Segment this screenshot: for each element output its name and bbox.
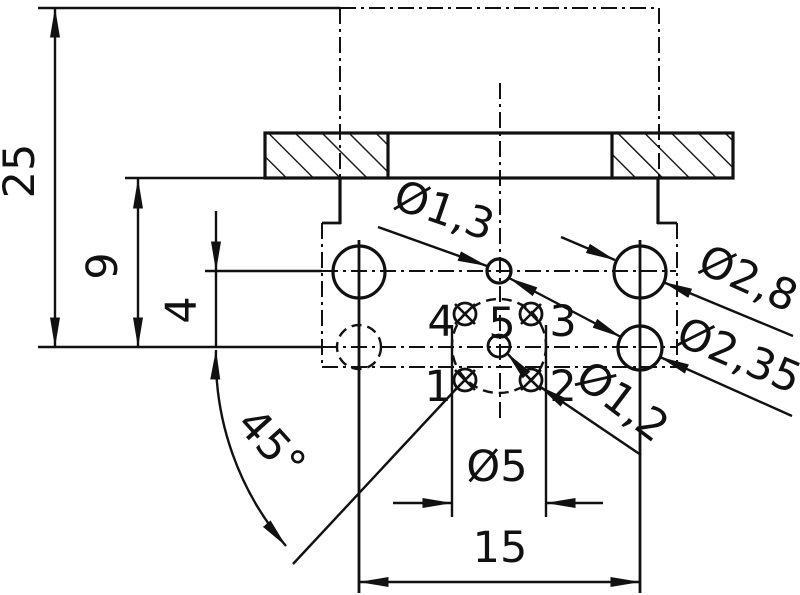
upper-right-mount-hole bbox=[612, 244, 668, 300]
dim-o5-label: Ø5 bbox=[466, 442, 527, 492]
pin-1-circle bbox=[452, 367, 478, 393]
dim-15-label: 15 bbox=[473, 523, 528, 573]
pin-1-cross bbox=[454, 369, 476, 391]
lower-left-mount-hole-hidden bbox=[335, 323, 383, 371]
flange-outline bbox=[263, 131, 735, 180]
pin-5-circle bbox=[486, 333, 512, 359]
center-small-hole bbox=[485, 257, 513, 285]
pin-3-label: 3 bbox=[549, 297, 576, 347]
leader-pin5 bbox=[506, 352, 531, 379]
lower-right-mount-hole bbox=[616, 324, 664, 372]
labels: 25 9 4 45° Ø1,3 Ø2,8 Ø2,35 Ø1,2 Ø5 15 1 … bbox=[0, 144, 800, 573]
hole-o28-label: Ø2,8 bbox=[691, 235, 800, 322]
flange-section bbox=[263, 131, 735, 180]
hole-o13-label: Ø1,3 bbox=[388, 171, 501, 252]
pin-1-label: 1 bbox=[424, 362, 451, 412]
pin-4-cross bbox=[454, 303, 476, 325]
dim-9-label: 9 bbox=[78, 252, 128, 279]
dim-4-label: 4 bbox=[157, 296, 207, 323]
pin-5-label: 5 bbox=[488, 299, 515, 349]
flange-hatch-left bbox=[265, 133, 388, 178]
leader-o28-label bbox=[662, 280, 794, 338]
flange-hatch-right bbox=[612, 133, 733, 178]
pin-2-circle bbox=[518, 367, 544, 393]
pin-4-circle bbox=[452, 301, 478, 327]
leader-o12-label bbox=[538, 385, 642, 456]
holes bbox=[331, 240, 668, 593]
leader-o28-upper bbox=[560, 235, 616, 262]
pin-2-label: 2 bbox=[549, 362, 576, 412]
leader-o235-label bbox=[659, 355, 793, 418]
leader-o13 bbox=[377, 225, 488, 268]
leader-o13-o235-shared bbox=[508, 276, 622, 339]
pin-2-cross bbox=[520, 369, 542, 391]
dimension-lines bbox=[38, 6, 794, 587]
upper-left-mount-hole bbox=[331, 244, 387, 300]
pin-4-label: 4 bbox=[427, 297, 454, 347]
dim-45-arc bbox=[210, 349, 287, 547]
dim-45-diagonal bbox=[292, 387, 458, 565]
dim-25-label: 25 bbox=[0, 144, 45, 199]
